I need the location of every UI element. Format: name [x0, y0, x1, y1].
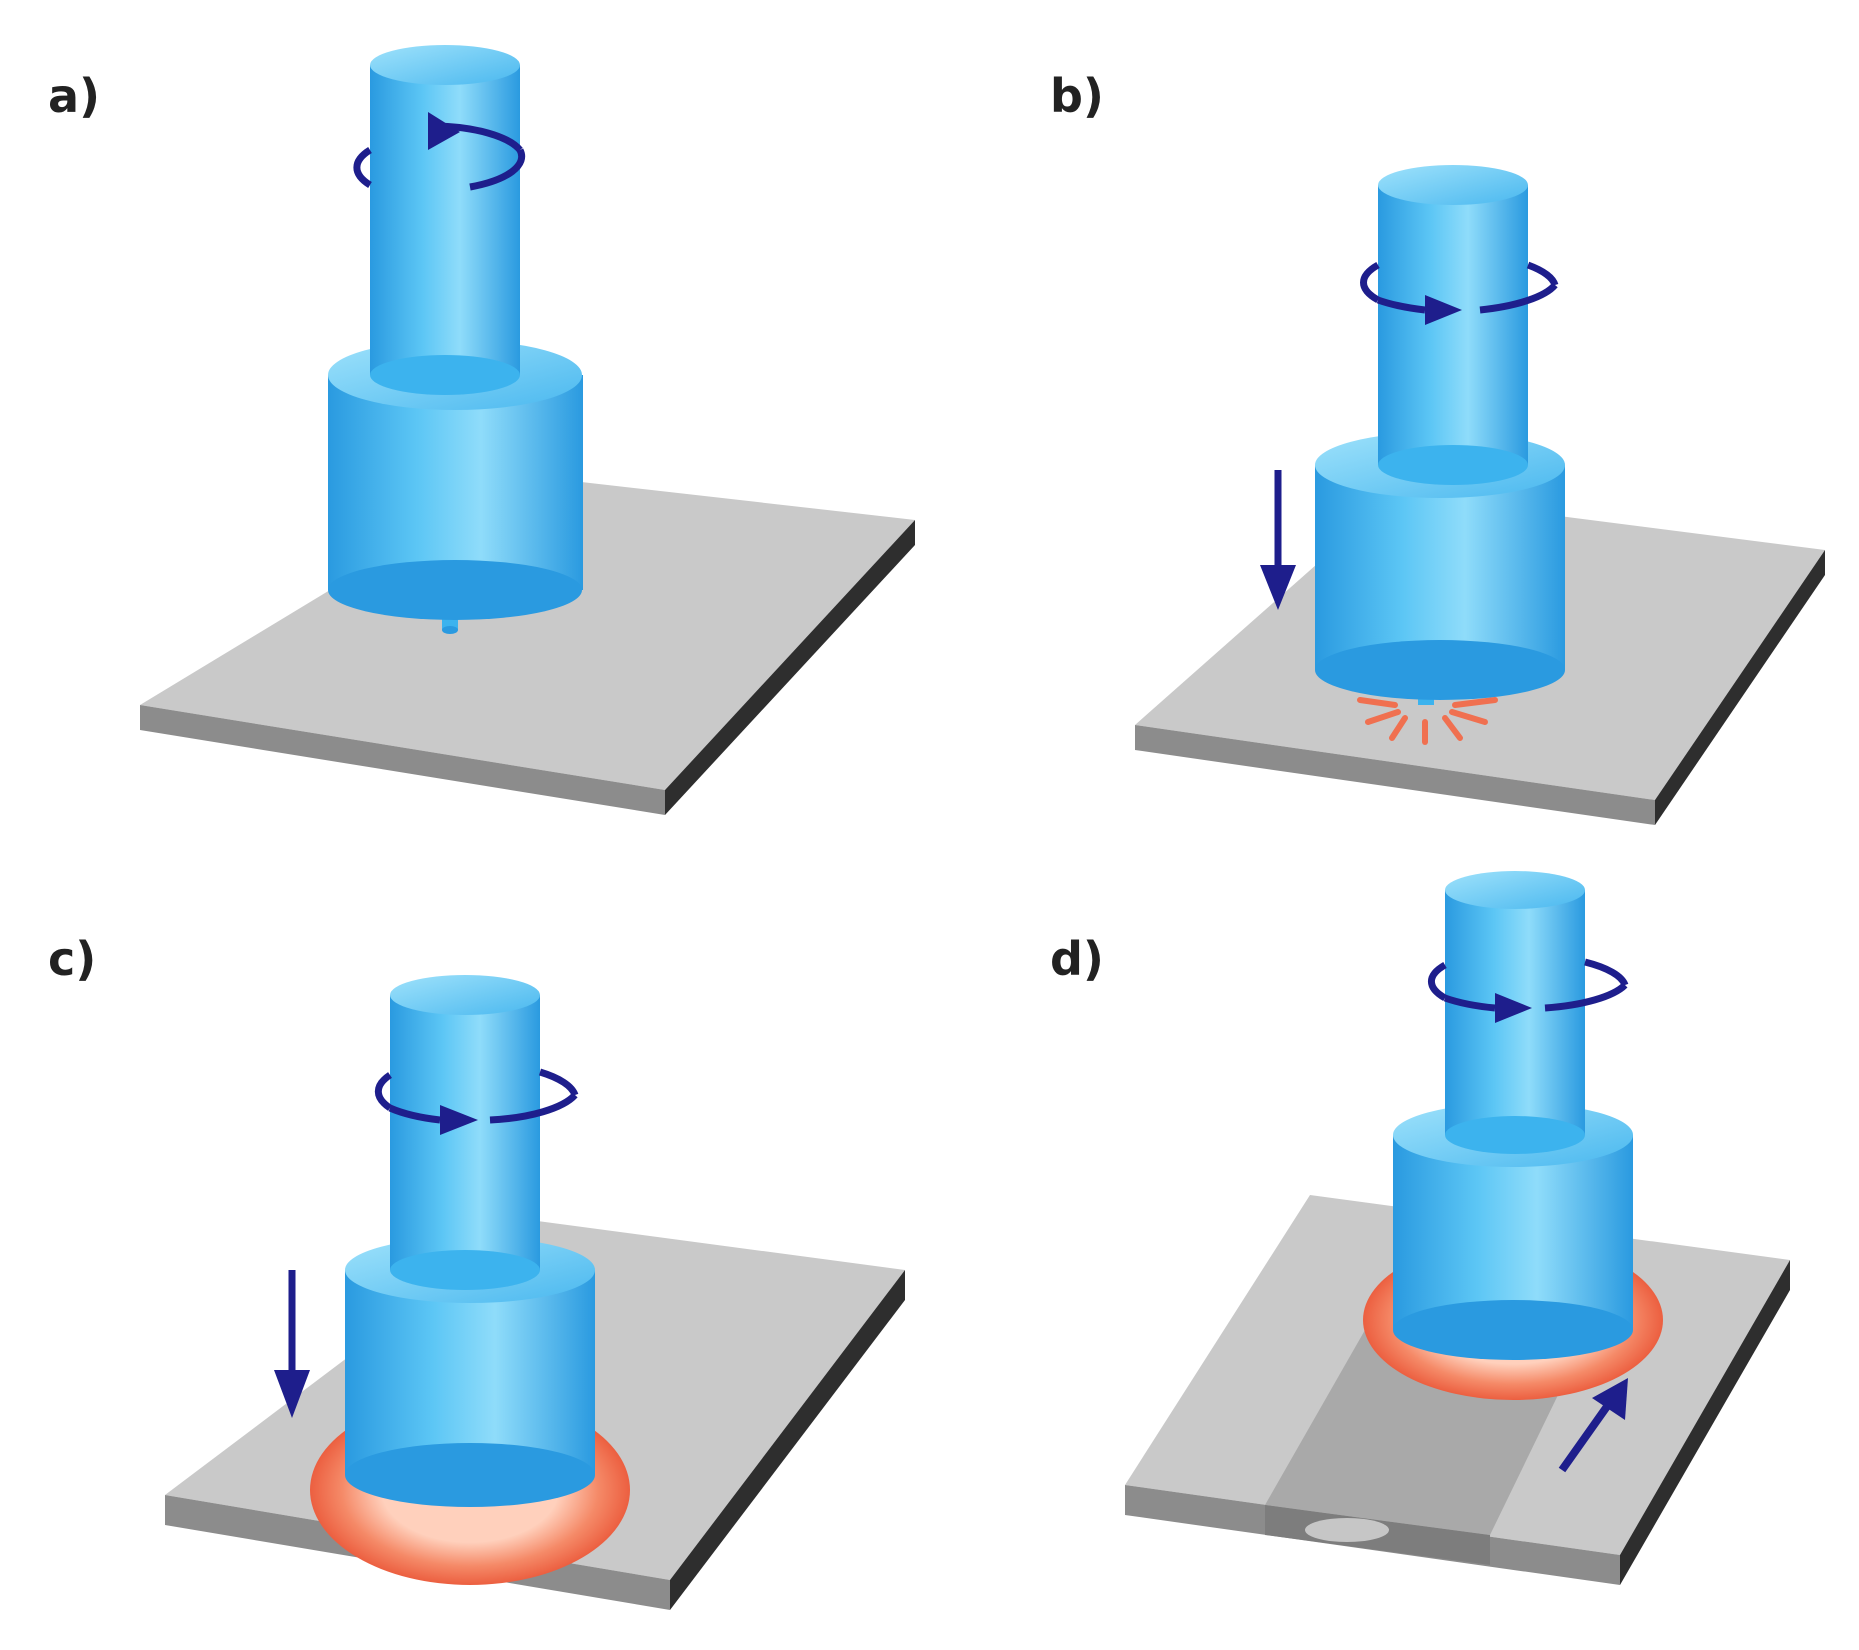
plunge-arrow-icon [1260, 470, 1296, 610]
tool-shank [390, 975, 540, 1290]
rotation-arrow-icon [374, 1068, 579, 1124]
panel-label-b: b) [1050, 69, 1104, 123]
panel-b: b) [1050, 69, 1825, 825]
tool-shank [370, 45, 520, 395]
panel-d: d) [1050, 871, 1790, 1585]
rotation-arrow-icon [1360, 261, 1559, 314]
tool-shank [1378, 165, 1528, 485]
panel-label-a: a) [48, 69, 100, 123]
traverse-arrow-icon [1558, 1378, 1628, 1473]
panel-label-c: c) [48, 932, 96, 986]
rotation-arrow-icon [1428, 958, 1629, 1012]
panel-label-d: d) [1050, 932, 1104, 986]
rotation-arrow-head [428, 112, 460, 150]
panel-c: c) [48, 932, 905, 1610]
tool-shoulder [1393, 1103, 1633, 1360]
heat-spark-icon [1357, 697, 1498, 745]
workpiece-plate [140, 475, 915, 815]
plunge-arrow-icon [274, 1270, 310, 1418]
panel-a: a) [48, 45, 915, 815]
